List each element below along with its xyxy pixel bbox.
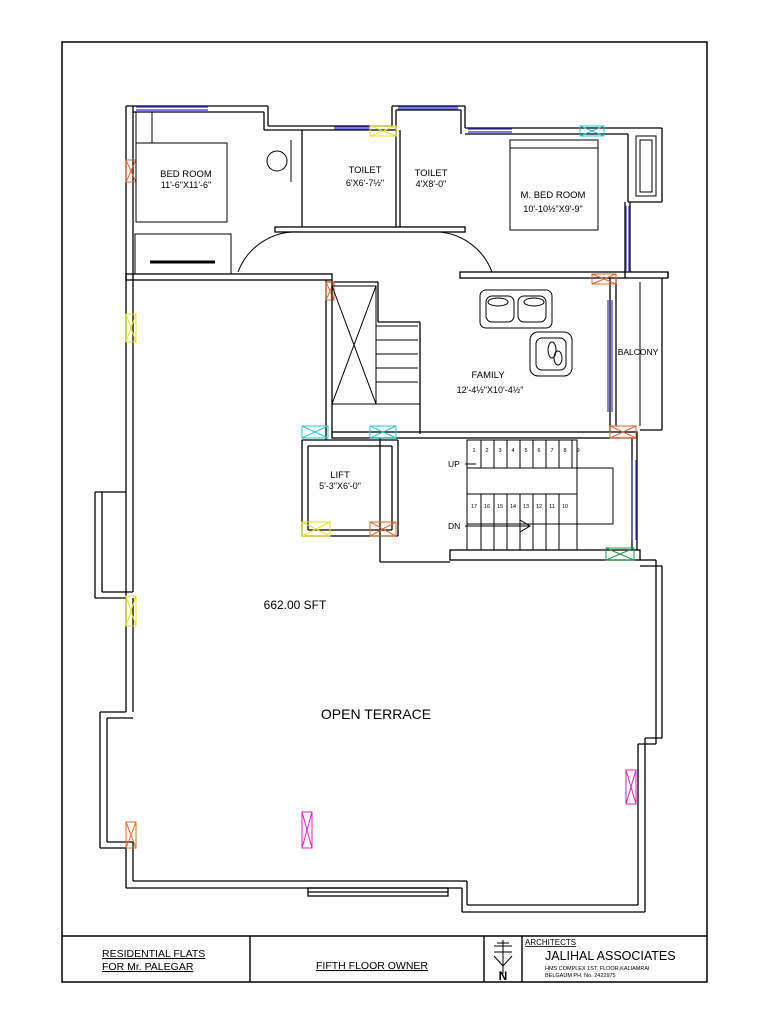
title-block-frame	[62, 935, 707, 982]
bed-room-size: 11'-6"X11'-6"	[161, 180, 212, 190]
internal-walls	[125, 130, 669, 563]
stair-step-number: 4	[511, 448, 514, 454]
firm-name: JALIHAL ASSOCIATES	[545, 949, 676, 963]
stair-step-number: 1	[472, 448, 475, 454]
stair-step-number: 14	[510, 504, 516, 510]
family-size: 12'-4½"X10'-4½"	[457, 385, 524, 395]
stair-step-number: 17	[471, 504, 477, 510]
door-markers	[125, 125, 637, 849]
toilet-1-name: TOILET	[348, 165, 381, 176]
bed-room-bed	[135, 142, 228, 223]
stair-step-number: 8	[563, 448, 566, 454]
lift-name: LIFT	[330, 470, 350, 481]
terrace-area: 662.00 SFT	[264, 598, 327, 612]
stair-step-number: 6	[537, 448, 540, 454]
stair-step-number: 9	[576, 448, 579, 454]
stair-step-number: 3	[498, 448, 501, 454]
chair-icon	[529, 331, 573, 377]
stair-step-number: 15	[497, 504, 503, 510]
stair-step-number: 16	[484, 504, 490, 510]
firm-address-2: BELGAUM PH. No. 2422975	[545, 973, 616, 979]
stair-up-label: UP	[448, 459, 460, 469]
title-block-text: RESIDENTIAL FLATS FOR Mr. PALEGAR FIFTH …	[102, 938, 676, 983]
sofa-icon	[479, 289, 553, 329]
stair-lower-step-numbers: 17 16 15 14 13 12 11 10	[471, 504, 568, 510]
stair-step-number: 13	[523, 504, 529, 510]
balcony-name: BALCONY	[618, 347, 659, 357]
family-name: FAMILY	[471, 370, 505, 381]
stair-step-number: 7	[550, 448, 553, 454]
project-line-1: RESIDENTIAL FLATS	[102, 948, 205, 960]
architects-label: ARCHITECTS	[525, 938, 576, 947]
toilet-2-name: TOILET	[414, 168, 447, 179]
firm-address-1: HMS COMPLEX 1ST. FLOOR,KALIAMRAI	[545, 966, 650, 972]
stair-step-number: 5	[524, 448, 527, 454]
toilet-2-size: 4'X8'-0"	[416, 179, 447, 189]
stair-step-number: 2	[485, 448, 488, 454]
sheet-border	[61, 41, 708, 983]
project-line-2: FOR Mr. PALEGAR	[102, 961, 194, 973]
north-label: N	[499, 969, 508, 983]
bed-room-name: BED ROOM	[160, 169, 212, 180]
stair-down-label: DN	[448, 521, 460, 531]
stair-step-number: 10	[562, 504, 568, 510]
stair-step-number: 12	[536, 504, 542, 510]
north-arrow-icon	[493, 940, 513, 974]
stair-step-number: 11	[549, 504, 555, 510]
windows	[136, 106, 637, 540]
open-terrace-name: OPEN TERRACE	[321, 706, 431, 722]
room-labels: BED ROOM 11'-6"X11'-6" TOILET 6'X6'-7½" …	[160, 165, 659, 722]
drawing-title: FIFTH FLOOR OWNER	[316, 960, 428, 972]
stair-upper-step-numbers: 1 2 3 4 5 6 7 8 9	[472, 448, 579, 454]
stair	[331, 285, 614, 551]
furniture	[134, 112, 657, 426]
master-bed-room-size: 10'-10½"X9'-9"	[523, 204, 582, 214]
master-bed-room-name: M. BED ROOM	[521, 190, 586, 201]
lift-size: 5'-3"X6'-0"	[319, 481, 361, 491]
toilet-1-size: 6'X6'-7½"	[346, 178, 384, 188]
master-bed	[509, 139, 599, 231]
